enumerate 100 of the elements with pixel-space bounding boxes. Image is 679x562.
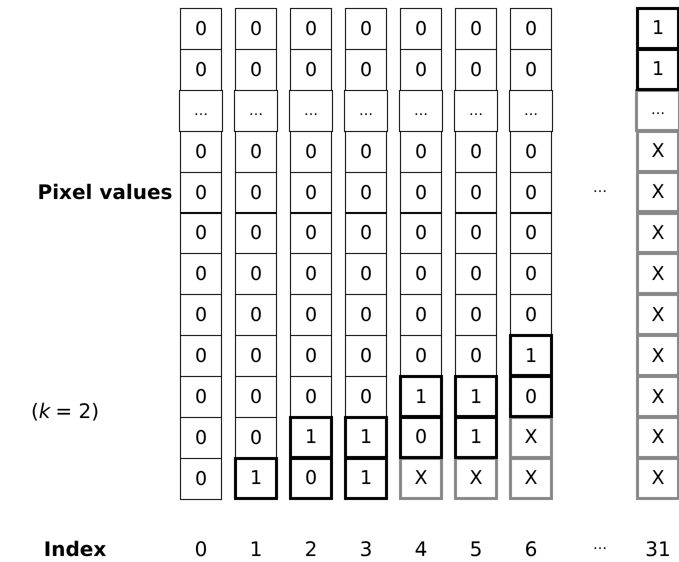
grid-cell: 0	[455, 48, 497, 91]
grid-cell: …	[234, 90, 278, 132]
grid-cell: …	[509, 90, 553, 132]
grid-cell: 0	[510, 8, 552, 50]
grid-cell: 0	[235, 417, 277, 459]
grid-cell: 0	[180, 417, 222, 459]
grid-cell: X	[509, 416, 553, 459]
grid-cell: 0	[289, 456, 333, 500]
grid-cell: 0	[400, 335, 442, 378]
grid-cell: 0	[235, 212, 277, 254]
grid-cell: 0	[510, 294, 552, 336]
grid-cell: 1	[399, 375, 443, 418]
grid-cell: 0	[400, 48, 442, 91]
ellipsis-label: …	[592, 536, 608, 555]
grid-cell: 0	[180, 48, 222, 91]
index-number: 6	[524, 536, 538, 562]
grid-cell: 0	[400, 130, 442, 173]
index-number: 0	[194, 536, 208, 562]
grid-cell: 0	[180, 212, 222, 254]
grid-cell: 0	[290, 294, 332, 336]
grid-cell: 0	[510, 48, 552, 91]
grid-cell: 0	[180, 130, 222, 173]
grid-cell: 1	[454, 375, 498, 418]
index-number: 5	[468, 536, 484, 562]
grid-cell: 0	[510, 172, 552, 214]
grid-cell: 0	[400, 294, 442, 336]
grid-cell: 1	[234, 456, 278, 500]
index-number: 31	[644, 536, 672, 562]
grid-cell: X	[636, 130, 679, 173]
grid-cell: X	[636, 456, 679, 500]
grid-cell: 0	[235, 172, 277, 214]
grid-cell: …	[179, 90, 223, 132]
grid-cell: 0	[455, 253, 497, 296]
grid-cell: 0	[455, 8, 497, 50]
grid-cell: 0	[345, 253, 387, 296]
grid-cell: 0	[509, 375, 553, 418]
grid-cell: 0	[290, 335, 332, 378]
grid-cell: 0	[455, 172, 497, 214]
grid-cell: 1	[289, 416, 333, 459]
grid-cell: X	[636, 334, 679, 378]
index-number: 3	[358, 536, 374, 562]
grid-cell: 0	[510, 253, 552, 296]
grid-cell: 1	[636, 48, 679, 91]
ellipsis-label: …	[592, 179, 608, 198]
grid-cell: 0	[290, 376, 332, 418]
grid-cell: 1	[344, 416, 388, 459]
grid-cell: …	[344, 90, 388, 132]
grid-cell: 0	[455, 294, 497, 336]
grid-cell: X	[636, 170, 679, 214]
grid-cell: 0	[400, 212, 442, 254]
grid-cell: 0	[345, 294, 387, 336]
grid-cell: 0	[455, 335, 497, 378]
grid-cell: 0	[180, 458, 222, 500]
axis-label: Pixel values	[40, 179, 170, 206]
grid-cell: 0	[455, 130, 497, 173]
grid-cell: X	[399, 456, 443, 500]
grid-cell: 0	[345, 48, 387, 91]
grid-cell: X	[636, 252, 679, 296]
grid-cell: …	[635, 88, 679, 132]
grid-cell: X	[636, 293, 679, 336]
grid-cell: 0	[180, 172, 222, 214]
grid-cell: 0	[345, 212, 387, 254]
grid-cell: X	[509, 456, 553, 500]
grid-cell: 1	[509, 334, 553, 378]
grid-cell: 0	[180, 294, 222, 336]
grid-cell: 0	[235, 376, 277, 418]
grid-cell: 0	[180, 253, 222, 296]
grid-cell: 0	[290, 130, 332, 173]
grid-cell: …	[399, 90, 443, 132]
grid-cell: 0	[345, 8, 387, 50]
grid-cell: 0	[235, 253, 277, 296]
grid-cell: 0	[290, 48, 332, 91]
grid-cell: 0	[235, 335, 277, 378]
grid-cell: 1	[454, 416, 498, 459]
grid-cell: 0	[290, 253, 332, 296]
parameter-label: (k = 2)	[30, 398, 100, 425]
grid-cell: 1	[636, 7, 679, 50]
grid-cell: 0	[290, 212, 332, 254]
grid-cell: 0	[235, 8, 277, 50]
grid-cell: 0	[400, 8, 442, 50]
grid-cell: …	[289, 90, 333, 132]
grid-cell: 0	[290, 8, 332, 50]
grid-cell: 0	[345, 376, 387, 418]
grid-cell: 0	[400, 172, 442, 214]
grid-cell: 0	[180, 376, 222, 418]
index-number: 4	[414, 536, 428, 562]
grid-cell: 0	[290, 172, 332, 214]
grid-cell: X	[636, 416, 679, 459]
grid-cell: 0	[345, 130, 387, 173]
grid-cell: X	[636, 212, 679, 254]
grid-cell: X	[454, 456, 498, 500]
grid-cell: 0	[455, 212, 497, 254]
index-number: 2	[304, 536, 318, 562]
grid-cell: 0	[235, 48, 277, 91]
grid-cell: 0	[235, 130, 277, 173]
grid-cell: 0	[345, 172, 387, 214]
grid-cell: 1	[344, 456, 388, 500]
grid-cell: 0	[400, 253, 442, 296]
grid-cell: 0	[399, 416, 443, 459]
grid-cell: 0	[235, 294, 277, 336]
